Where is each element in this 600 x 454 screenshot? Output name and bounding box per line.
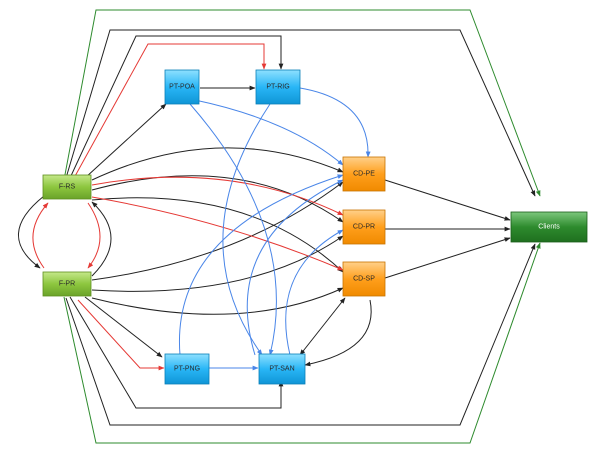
edge-frs-fpr-red xyxy=(87,202,101,269)
edge-fpr-ptpng-red xyxy=(77,299,165,371)
edge-fpr-clients-green xyxy=(63,242,541,444)
blue-edges xyxy=(178,87,371,371)
edge-cdsp-clients xyxy=(384,237,511,279)
edge-ptsan-cdpr xyxy=(285,229,344,356)
edge-frs-clients xyxy=(65,29,536,197)
node-ptpoa[interactable]: PT-POA xyxy=(164,69,200,105)
node-ptpng[interactable]: PT-PNG xyxy=(164,353,210,385)
edge-fpr-ptpng xyxy=(84,296,163,358)
edge-cdpe-clients xyxy=(384,179,511,221)
node-cdpe[interactable]: CD-PE xyxy=(342,156,386,192)
node-cdpr-label: CD-PR xyxy=(353,224,375,231)
node-cdpe-label: CD-PE xyxy=(353,171,375,178)
node-fpr[interactable]: F-PR xyxy=(42,271,92,297)
node-cdsp-label: CD-SP xyxy=(353,276,375,283)
node-ptpng-label: PT-PNG xyxy=(174,366,200,373)
red-edges xyxy=(32,43,344,371)
edge-cdsp-ptsan xyxy=(304,299,372,367)
node-clients[interactable]: Clients xyxy=(510,211,588,243)
node-ptsan-label: PT-SAN xyxy=(269,366,294,373)
edge-frs-cdsp-red xyxy=(91,196,344,271)
edge-frs-clients-green xyxy=(63,9,541,197)
node-cdsp[interactable]: CD-SP xyxy=(342,261,386,297)
edge-ptrig-cdpe xyxy=(299,87,371,158)
node-cdpr[interactable]: CD-PR xyxy=(342,209,386,245)
edge-ptpng-cdpe xyxy=(178,174,344,356)
edge-ptrig-ptsan xyxy=(222,103,271,356)
edge-ptsan-cdsp xyxy=(299,297,346,356)
edge-fpr-cdpe xyxy=(91,181,344,281)
node-frs[interactable]: F-RS xyxy=(42,174,92,200)
node-fpr-label: F-PR xyxy=(59,281,75,288)
edge-ptpoa-ptsan xyxy=(189,103,277,356)
node-ptrig[interactable]: PT-RIG xyxy=(255,69,301,105)
edge-frs-cdpr xyxy=(91,175,344,223)
edge-frs-cdpr-red xyxy=(91,176,344,216)
edge-fpr-ptsan xyxy=(69,296,284,409)
node-ptsan[interactable]: PT-SAN xyxy=(258,353,306,385)
edge-fpr-cdpr xyxy=(91,235,344,292)
edge-fpr-clients xyxy=(65,243,536,426)
black-edges xyxy=(18,29,536,426)
node-clients-label: Clients xyxy=(538,224,560,231)
edge-fpr-frs-red xyxy=(32,202,49,269)
node-ptpoa-label: PT-POA xyxy=(169,84,195,91)
edge-fpr-frs xyxy=(91,201,112,277)
green-edges xyxy=(63,9,541,444)
edge-frs-fpr xyxy=(18,195,45,269)
edge-frs-ptrig-red xyxy=(73,43,267,179)
edge-frs-ptrig xyxy=(69,35,284,179)
edge-ptsan-cdpe xyxy=(246,179,344,356)
edge-frs-cdpe xyxy=(91,147,344,181)
node-ptrig-label: PT-RIG xyxy=(266,84,289,91)
edge-ptpoa-cdpe xyxy=(194,99,344,166)
edge-frs-ptpoa xyxy=(84,103,167,179)
edge-fpr-cdsp xyxy=(91,287,344,315)
nodes: F-RS F-PR PT-POA PT-RIG PT-PNG PT-SAN CD… xyxy=(42,69,588,385)
node-frs-label: F-RS xyxy=(59,184,76,191)
